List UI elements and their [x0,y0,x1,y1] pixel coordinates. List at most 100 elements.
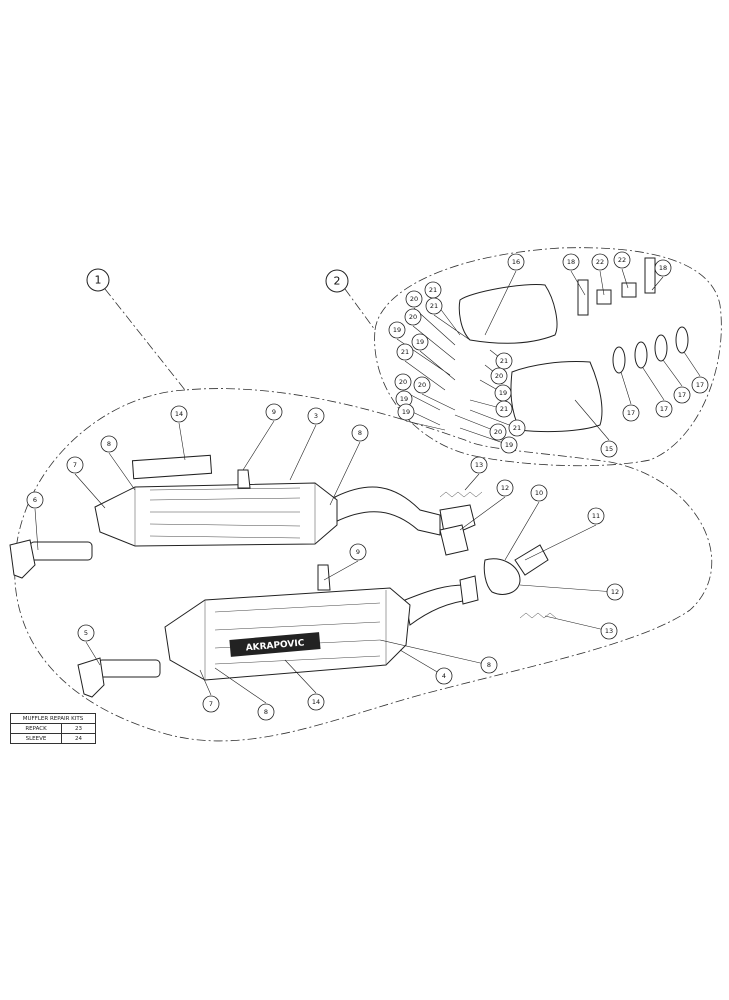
part-callout: 14 [170,405,188,423]
part-callout: 21 [495,352,513,370]
part-callout: 8 [100,435,118,453]
svg-text:15: 15 [605,445,613,453]
part-callout: 8 [480,656,498,674]
lower-tip [77,657,161,698]
part-callout: 20 [489,423,507,441]
part-callout: 18 [654,259,672,277]
svg-text:1: 1 [95,274,102,287]
part-callout: 10 [530,484,548,502]
upper-muffler [94,454,476,547]
svg-text:18: 18 [567,258,575,266]
part-callout: 8 [351,424,369,442]
svg-text:19: 19 [400,395,408,403]
svg-text:19: 19 [393,326,401,334]
part-callout: 19 [397,403,415,421]
part-callout: 9 [265,403,283,421]
table-title: MUFFLER REPAIR KITS [10,713,96,724]
part-callout: 11 [587,507,605,525]
svg-text:6: 6 [33,496,37,504]
svg-text:8: 8 [358,429,362,437]
svg-text:21: 21 [401,348,409,356]
svg-text:19: 19 [505,441,513,449]
svg-text:21: 21 [500,357,508,365]
assembly-1-leader [104,288,186,391]
kit-number: 23 [61,723,96,734]
part-callout: 13 [600,622,618,640]
svg-text:21: 21 [500,405,508,413]
part-callout: 22 [613,251,631,269]
svg-text:7: 7 [209,700,213,708]
part-callout: 8 [257,703,275,721]
part-callout: 20 [394,373,412,391]
part-callout: 13 [470,456,488,474]
assembly-2-boundary [374,247,722,467]
svg-text:22: 22 [618,256,626,264]
part-callout: 7 [202,695,220,713]
svg-text:17: 17 [678,391,686,399]
part-callout: 6 [26,491,44,509]
svg-text:7: 7 [73,461,77,469]
svg-text:19: 19 [416,338,424,346]
svg-text:20: 20 [410,295,418,303]
part-callout: 20 [405,290,423,308]
svg-text:13: 13 [475,461,483,469]
svg-text:10: 10 [535,489,543,497]
svg-text:17: 17 [660,405,668,413]
svg-text:11: 11 [592,512,600,520]
small-parts [439,257,689,619]
part-callout: 21 [425,297,443,315]
kit-name: REPACK [10,723,62,734]
svg-text:20: 20 [418,381,426,389]
part-callout: 20 [404,308,422,326]
svg-text:4: 4 [442,672,446,680]
svg-text:19: 19 [499,389,507,397]
svg-text:14: 14 [312,698,320,706]
part-callout: 22 [591,253,609,271]
svg-text:5: 5 [84,629,88,637]
assembly-2-leader [344,288,376,331]
svg-text:2: 2 [334,275,341,288]
part-callout: 16 [507,253,525,271]
assembly-callout-1: 1 [86,268,110,292]
part-callout: 17 [691,376,709,394]
svg-text:8: 8 [264,708,268,716]
part-callout: 21 [495,400,513,418]
svg-text:20: 20 [399,378,407,386]
part-callout: 19 [388,321,406,339]
svg-text:21: 21 [430,302,438,310]
svg-text:21: 21 [429,286,437,294]
part-callout: 19 [411,333,429,351]
svg-text:13: 13 [605,627,613,635]
part-callout: 20 [413,376,431,394]
part-callout: 20 [490,367,508,385]
svg-text:20: 20 [494,428,502,436]
part-callout: 15 [600,440,618,458]
part-callout: 21 [396,343,414,361]
part-callout: 3 [307,407,325,425]
part-callout: 7 [66,456,84,474]
svg-text:20: 20 [409,313,417,321]
svg-text:14: 14 [175,410,183,418]
svg-text:8: 8 [107,440,111,448]
svg-text:12: 12 [501,484,509,492]
part-callout: 21 [424,281,442,299]
lower-muffler: AKRAPOVIC [164,564,479,681]
svg-text:8: 8 [487,661,491,669]
svg-text:16: 16 [512,258,520,266]
part-callout: 12 [496,479,514,497]
svg-text:9: 9 [272,408,276,416]
part-callout: 9 [349,543,367,561]
part-callout: 5 [77,624,95,642]
part-callout: 12 [606,583,624,601]
svg-text:21: 21 [513,424,521,432]
svg-text:20: 20 [495,372,503,380]
kit-number: 24 [61,733,96,744]
part-callout: 17 [622,404,640,422]
svg-text:3: 3 [314,412,318,420]
part-callout: 19 [500,436,518,454]
svg-text:17: 17 [627,409,635,417]
